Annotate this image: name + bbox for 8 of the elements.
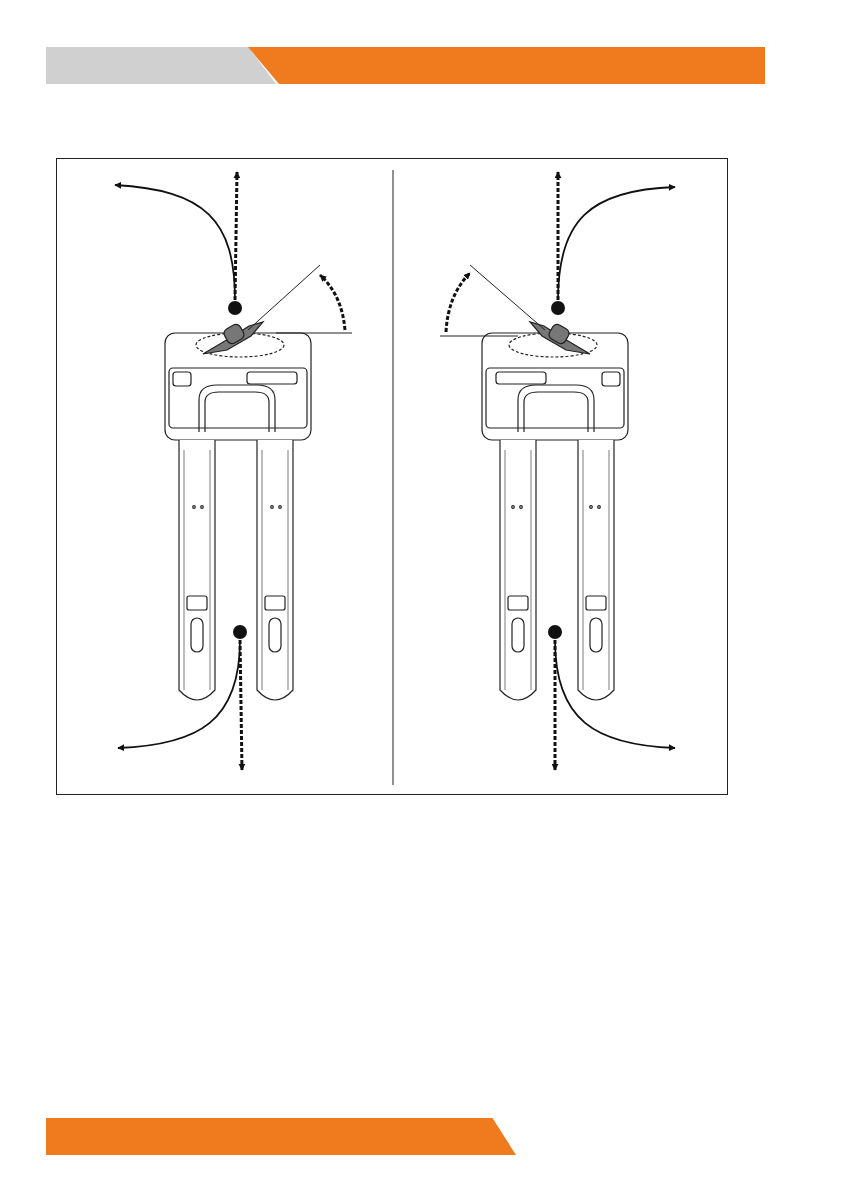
- arrow: [551, 640, 559, 771]
- pivot-dot: [551, 301, 565, 315]
- arrow: [238, 639, 246, 771]
- pivot-dot: [233, 625, 247, 639]
- pivot-dot: [228, 301, 242, 315]
- pivot-dot: [548, 625, 562, 639]
- arrow: [233, 171, 241, 301]
- arrow: [554, 171, 562, 300]
